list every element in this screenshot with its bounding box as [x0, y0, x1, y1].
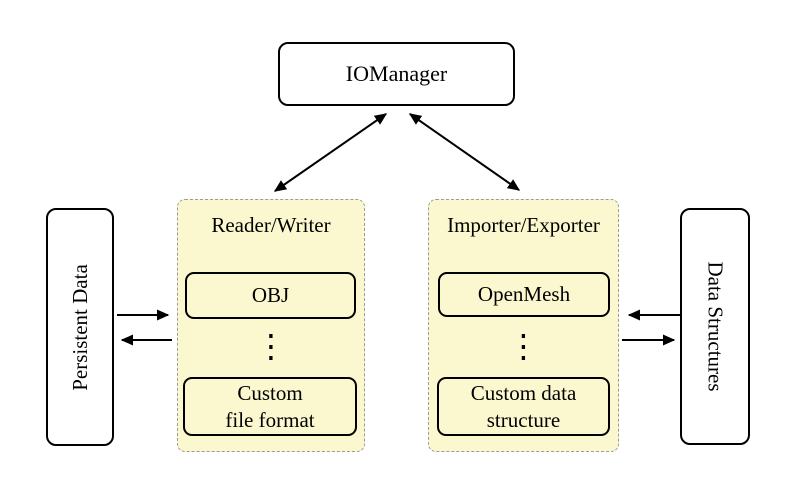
- node-data-structures-label: Data Structures: [703, 261, 728, 392]
- item-custom-file-format: Custom file format: [183, 377, 357, 436]
- node-data-structures: Data Structures: [680, 208, 750, 445]
- vertical-ellipsis: ⋮: [507, 327, 540, 365]
- item-obj-label: OBJ: [251, 283, 290, 307]
- group-importer-exporter: Importer/Exporter OpenMesh ⋮ Custom data…: [428, 199, 619, 452]
- item-custom-file-format-label: Custom file format: [225, 380, 315, 432]
- node-persistent-data: Persistent Data: [46, 208, 114, 446]
- node-iomanager: IOManager: [278, 42, 515, 106]
- group-reader-writer: Reader/Writer OBJ ⋮ Custom file format: [177, 199, 365, 452]
- edge-iomanager-readerwriter: [273, 113, 388, 192]
- item-custom-data-structure-label: Custom data structure: [470, 380, 577, 432]
- vertical-ellipsis: ⋮: [255, 327, 287, 365]
- item-openmesh: OpenMesh: [438, 272, 610, 317]
- group-importer-exporter-title: Importer/Exporter: [447, 213, 600, 237]
- group-reader-writer-title: Reader/Writer: [211, 213, 331, 237]
- item-custom-data-structure: Custom data structure: [437, 377, 610, 436]
- item-obj: OBJ: [185, 272, 356, 319]
- edge-iomanager-importerexporter: [408, 113, 521, 191]
- node-iomanager-label: IOManager: [345, 61, 448, 86]
- item-openmesh-label: OpenMesh: [477, 282, 571, 306]
- node-persistent-data-label: Persistent Data: [67, 263, 92, 391]
